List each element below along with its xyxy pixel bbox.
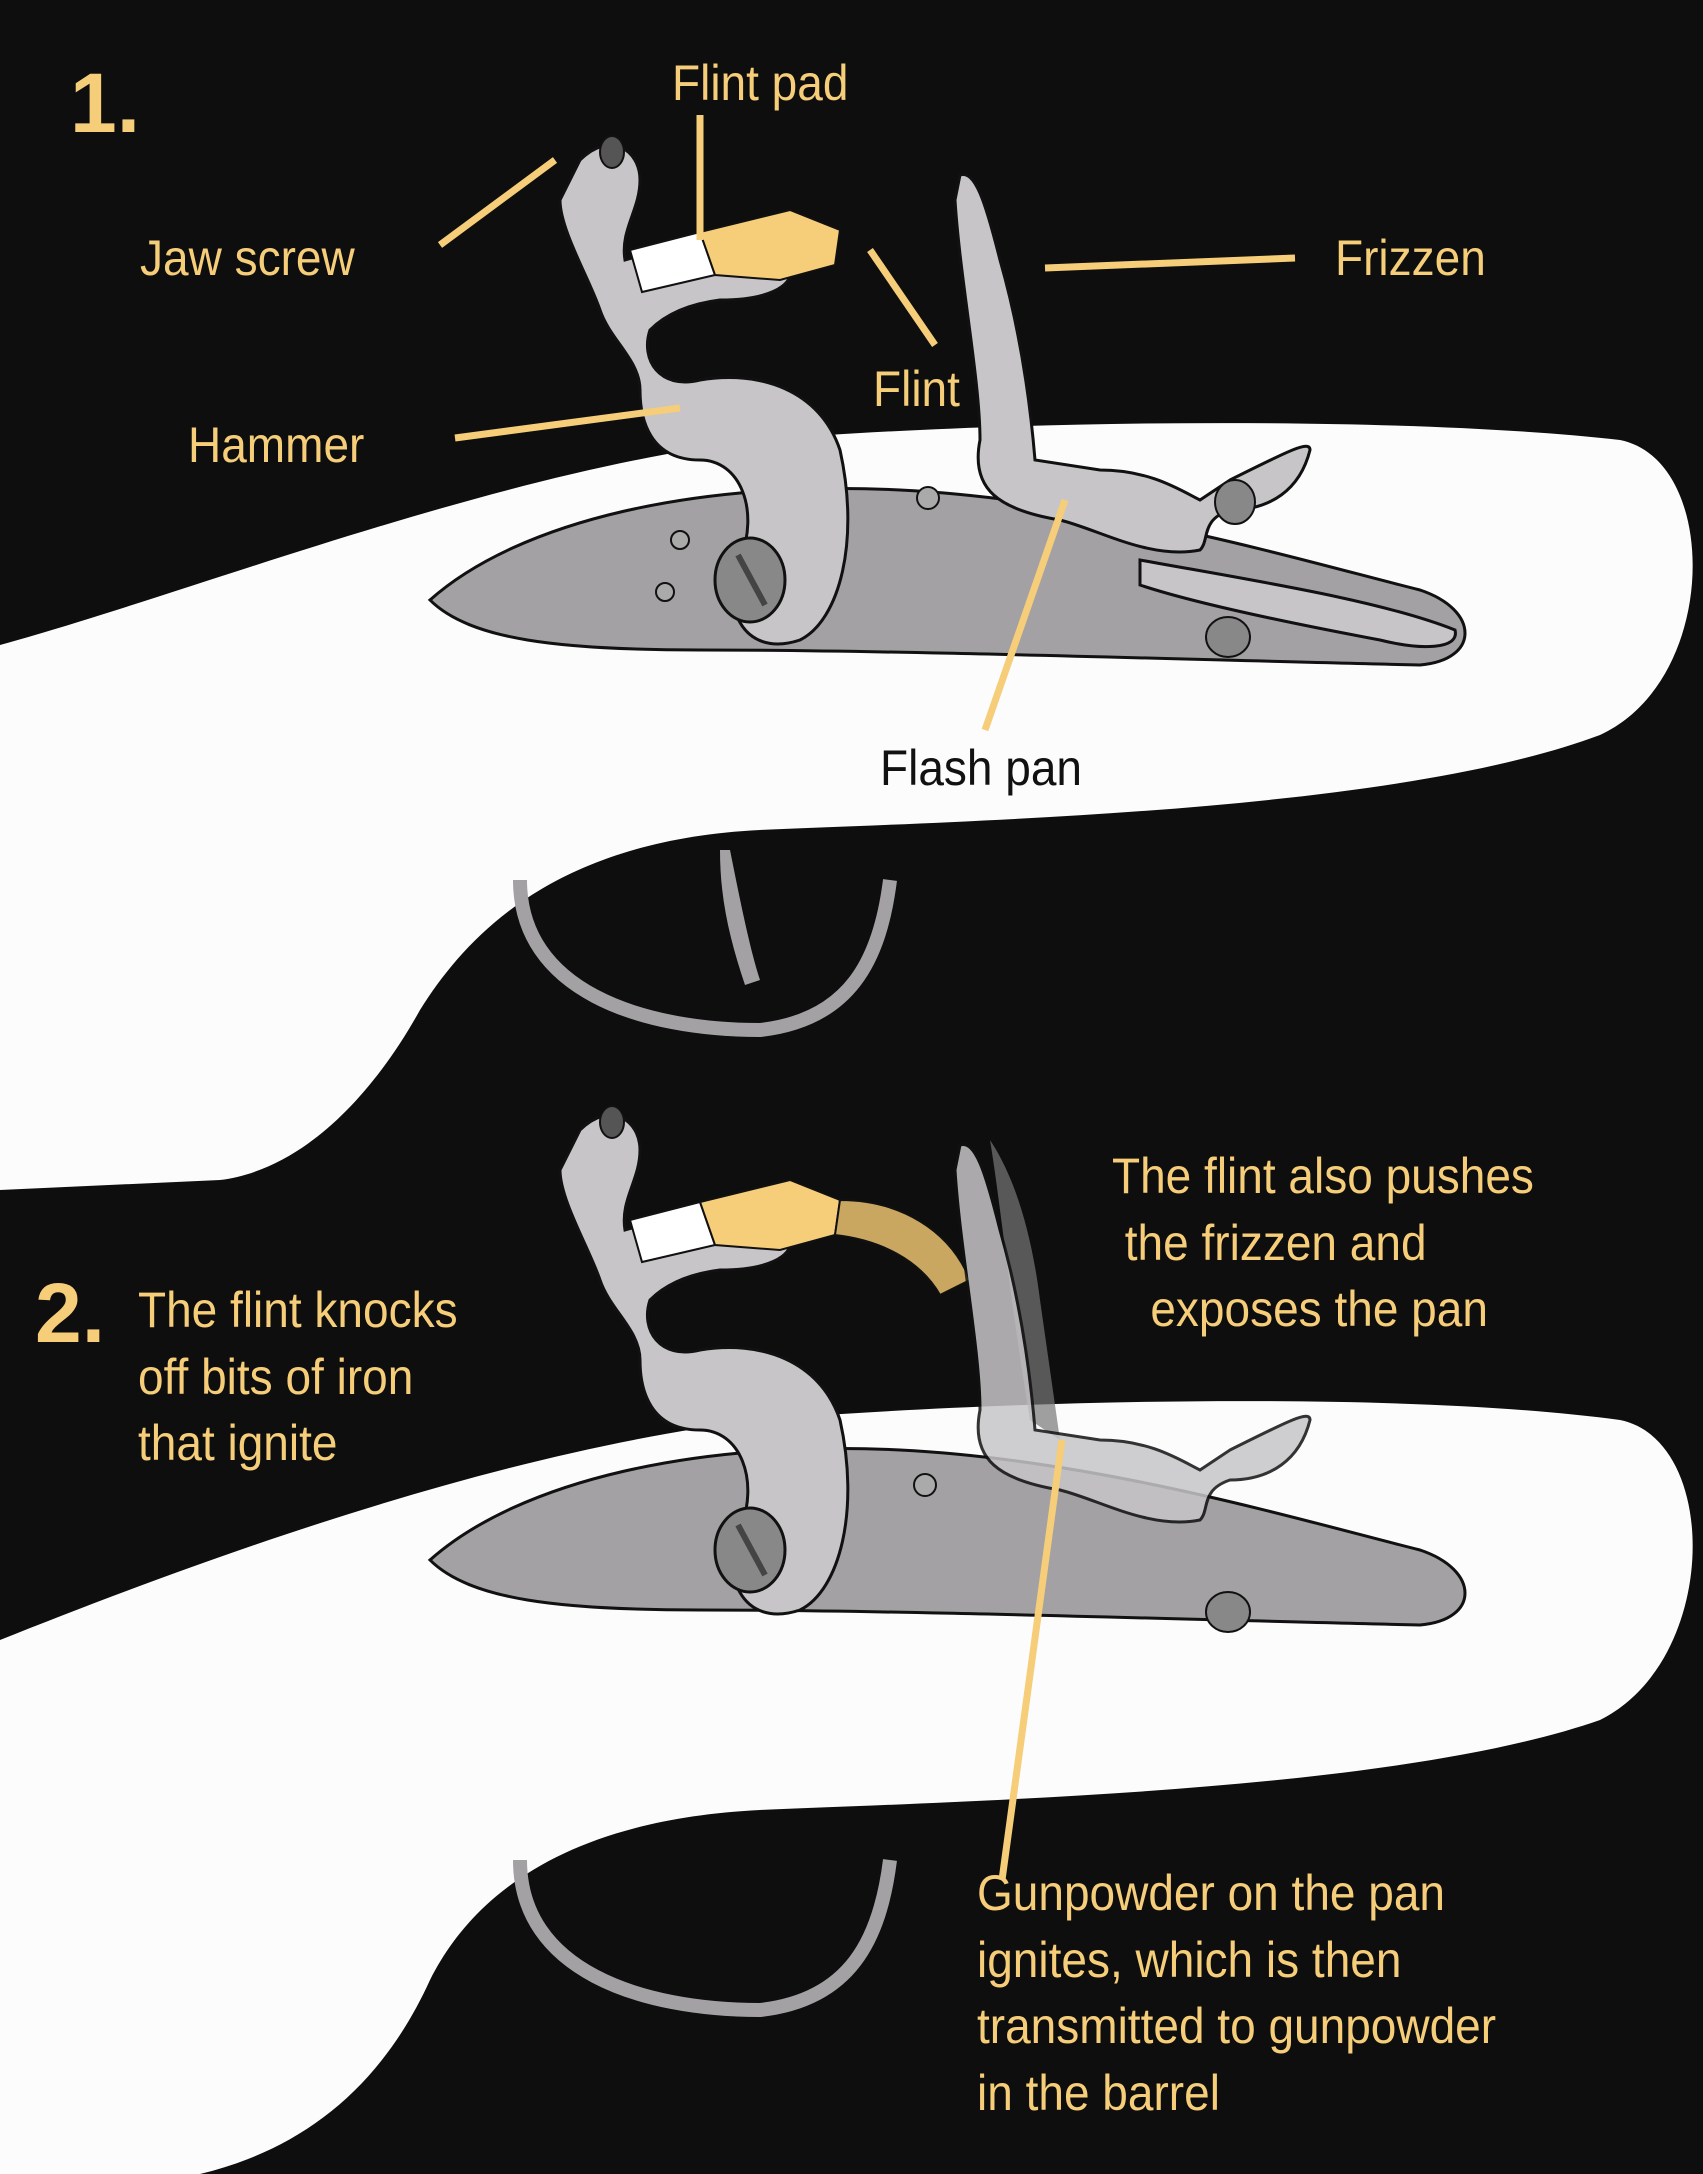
label-frizzen: Frizzen <box>1335 230 1486 286</box>
flint <box>698 208 842 282</box>
plate-pin-3 <box>655 582 675 602</box>
trigger <box>720 850 760 985</box>
jaw-screw-head <box>599 1105 625 1139</box>
pan-screw <box>1214 479 1256 525</box>
lock-2 <box>427 1105 1467 2018</box>
step-2-right-text: The flint also pushes the frizzen and ex… <box>1112 1148 1534 1337</box>
arrow-gunpowder <box>998 1439 1066 1881</box>
step-2-left-text: The flint knocks off bits of iron that i… <box>138 1282 458 1471</box>
frizzen-motion <box>990 1140 1060 1440</box>
arrow-hammer <box>454 404 681 442</box>
label-flash-pan: Flash pan <box>880 740 1083 796</box>
arrow-jaw-screw <box>437 157 558 248</box>
plate-pin-1 <box>913 1473 937 1497</box>
arrows-step1 <box>437 115 1296 732</box>
frizzen <box>953 1143 1312 1524</box>
step-2-number: 2. <box>35 1266 106 1360</box>
arrow-flint <box>867 248 938 347</box>
step-2-bottom-text: Gunpowder on the pan ignites, which is t… <box>977 1865 1497 2121</box>
tumbler-screw-slot <box>735 553 768 607</box>
trigger-guard <box>513 879 897 1038</box>
label-flint: Flint <box>873 361 960 417</box>
label-jaw-screw: Jaw screw <box>140 230 355 286</box>
label-flint-pad: Flint pad <box>672 55 849 111</box>
trigger-guard <box>513 1859 897 2018</box>
frizzen <box>953 173 1312 554</box>
lock-1 <box>427 135 1467 1038</box>
mainspring-screw <box>1205 1591 1251 1633</box>
label-hammer: Hammer <box>188 417 365 473</box>
plate-pin-2 <box>670 530 690 550</box>
flint <box>698 1178 842 1252</box>
arrow-flash-pan <box>981 498 1069 732</box>
flint-motion-trail <box>833 1198 972 1297</box>
step-1-number: 1. <box>70 56 141 150</box>
plate-pin-1 <box>916 486 940 510</box>
jaw-screw-head <box>599 135 625 169</box>
arrows-step2 <box>998 1439 1066 1881</box>
mainspring-screw <box>1205 616 1251 658</box>
tumbler-screw-slot <box>735 1523 768 1577</box>
mainspring <box>1138 558 1457 648</box>
arrow-frizzen <box>1044 254 1296 272</box>
